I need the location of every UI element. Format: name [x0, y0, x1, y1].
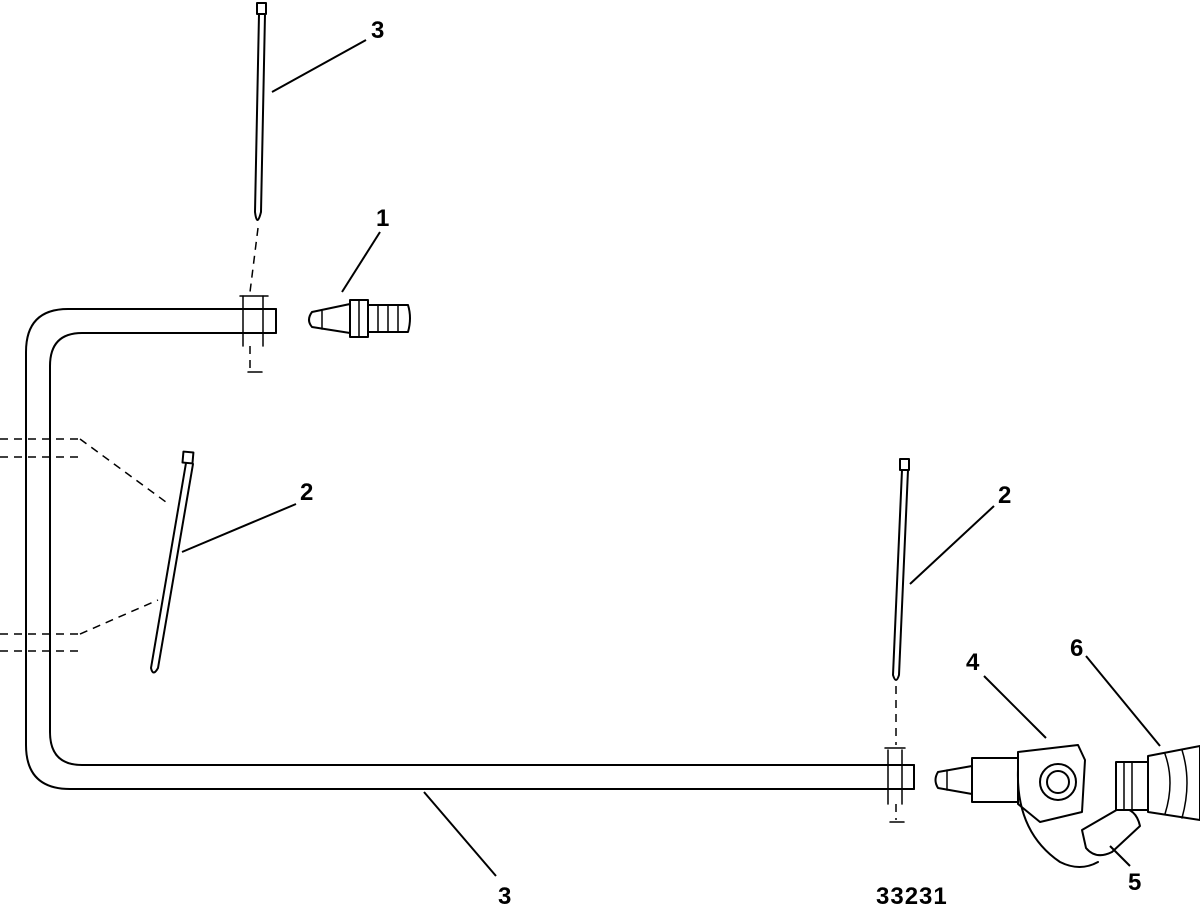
callout-4: 4 — [966, 649, 980, 676]
callout-5: 5 — [1128, 869, 1141, 896]
quick-connector — [934, 744, 1086, 823]
hose — [25, 295, 915, 823]
barb-fitting — [308, 299, 411, 338]
coupling — [1115, 745, 1200, 821]
callout-6: 6 — [1070, 635, 1083, 662]
callout-2-left: 2 — [300, 479, 313, 506]
cable-tie-left — [0, 438, 195, 674]
callout-3-bottom: 3 — [498, 883, 511, 910]
figure-number: 33231 — [876, 883, 948, 910]
callout-1: 1 — [376, 205, 389, 232]
cable-tie-top — [249, 2, 267, 293]
callout-3-top: 3 — [371, 17, 384, 44]
callout-2-right: 2 — [998, 482, 1011, 509]
leader-lines — [181, 39, 1161, 877]
cable-tie-right — [892, 458, 910, 745]
